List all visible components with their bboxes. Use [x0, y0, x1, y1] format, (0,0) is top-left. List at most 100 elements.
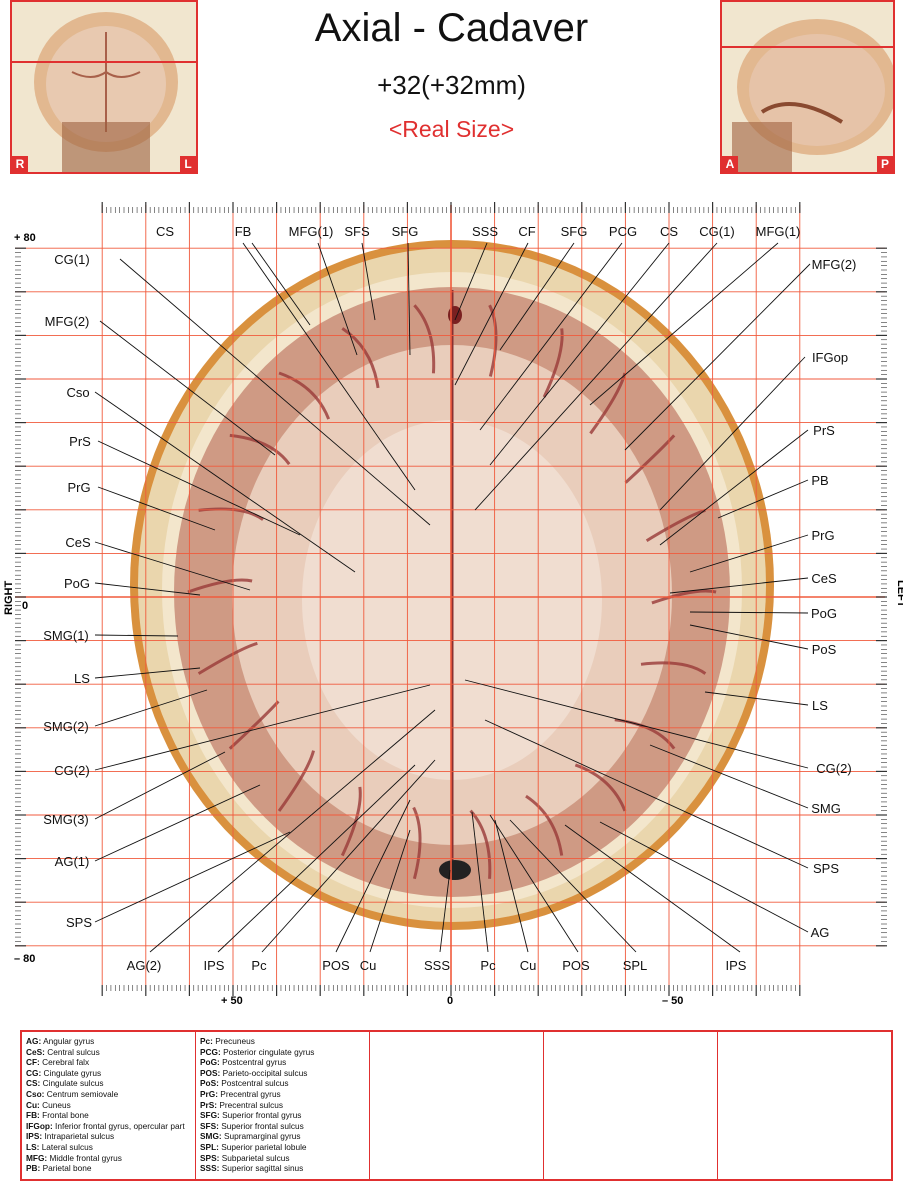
legend-abbr: PB: — [26, 1163, 41, 1174]
legend-term: Lateral sulcus — [41, 1141, 93, 1152]
leader-line — [97, 486, 216, 531]
structure-label-top: SFG — [561, 224, 588, 239]
structure-label-left: Cso — [66, 385, 89, 400]
anterior-badge: A — [722, 156, 738, 172]
structure-label-right: CeS — [811, 571, 837, 586]
legend-entry: CeS: Central sulcus — [26, 1047, 191, 1058]
axis-label-x0: 0 — [447, 995, 453, 1007]
structure-label-bottom: POS — [562, 958, 590, 973]
leader-line — [94, 634, 179, 637]
structure-label-bottom: SPL — [623, 958, 648, 973]
legend-abbr: SPS: — [200, 1152, 220, 1163]
sagittal-image — [722, 2, 893, 172]
legend-term: Supramarginal gyrus — [223, 1131, 301, 1142]
structure-label-left: MFG(2) — [45, 314, 90, 329]
leader-line — [494, 819, 529, 953]
legend-abbr: AG: — [26, 1036, 42, 1046]
axis-label-bottom: – 80 — [14, 953, 35, 965]
legend-term: Superior sagittal sinus — [221, 1163, 304, 1174]
legend-term: Subparietal sulcus — [221, 1152, 290, 1163]
leader-line — [94, 831, 291, 923]
structure-label-bottom: SSS — [424, 958, 450, 973]
legend-entry: MFG: Middle frontal gyrus — [26, 1153, 191, 1164]
legend-term: Superior frontal sulcus — [221, 1120, 304, 1131]
legend-term: Postcentral sulcus — [221, 1078, 289, 1089]
coronal-image — [12, 2, 196, 172]
axis-label-zero: 0 — [22, 600, 28, 612]
leader-line — [464, 679, 809, 769]
sagittal-thumbnail: A P — [720, 0, 895, 174]
legend-term: Superior frontal gyrus — [222, 1110, 302, 1121]
grid-lines — [15, 205, 885, 985]
posterior-badge: P — [877, 156, 893, 172]
axis-label-minus50: – 50 — [662, 995, 683, 1007]
axis-label-plus50: + 50 — [221, 995, 243, 1007]
legend-entry: PoS: Postcentral sulcus — [200, 1078, 365, 1089]
structure-label-top: MFG(1) — [756, 224, 801, 239]
structure-label-bottom: Cu — [360, 958, 377, 973]
leader-line — [99, 320, 276, 456]
structure-label-left: CG(2) — [54, 763, 89, 778]
structure-label-right: MFG(2) — [812, 257, 857, 272]
structure-label-bottom: Pc — [480, 958, 496, 973]
rulers — [15, 202, 887, 996]
leader-line — [599, 821, 809, 933]
slice-level: +32(+32mm) — [377, 70, 526, 100]
legend-entry: POS: Parieto-occipital sulcus — [200, 1068, 365, 1079]
legend-term: Posterior cingulate gyrus — [223, 1046, 315, 1057]
leader-line — [484, 719, 809, 869]
structure-label-right: SMG — [811, 801, 841, 816]
legend-entry: SSS: Superior sagittal sinus — [200, 1163, 365, 1174]
right-badge: R — [12, 156, 28, 172]
structure-label-left: CeS — [65, 535, 91, 550]
structure-label-left: AG(1) — [55, 854, 90, 869]
leader-line — [261, 759, 436, 953]
legend-entry: PoG: Postcentral gyrus — [200, 1057, 365, 1068]
structure-label-left: LS — [74, 671, 90, 686]
leader-line — [689, 534, 809, 573]
legend-entry: Cu: Cuneus — [26, 1100, 191, 1111]
legend-entry: IPS: Intraparietal sulcus — [26, 1131, 191, 1142]
structure-label-right: SPS — [813, 861, 839, 876]
leader-line — [94, 541, 251, 591]
legend-abbr: PrG: — [200, 1088, 218, 1099]
structure-label-bottom: POS — [322, 958, 350, 973]
leader-line — [217, 764, 416, 953]
structure-label-top: FB — [235, 224, 252, 239]
legend-term: Superior parietal lobule — [221, 1141, 307, 1152]
legend-abbr: CG: — [26, 1067, 42, 1078]
leader-line — [479, 242, 623, 431]
legend-term: Precentral sulcus — [219, 1099, 284, 1110]
legend-term: Inferior frontal gyrus, opercular part — [55, 1120, 185, 1131]
size-note: <Real Size> — [388, 116, 515, 142]
legend-abbr: LS: — [26, 1141, 40, 1152]
structure-label-top: CS — [660, 224, 678, 239]
legend-abbr: Pc: — [200, 1036, 213, 1046]
leader-line — [489, 242, 670, 466]
legend-entry: SFG: Superior frontal gyrus — [200, 1110, 365, 1121]
legend-entry: AG: Angular gyrus — [26, 1036, 191, 1047]
leader-line — [624, 263, 811, 451]
structure-label-top: SFG — [392, 224, 419, 239]
legend-column-empty — [370, 1032, 544, 1179]
structure-label-bottom: Cu — [520, 958, 537, 973]
legend-entry: Cso: Centrum semiovale — [26, 1089, 191, 1100]
legend-abbr: POS: — [200, 1067, 221, 1078]
legend-entry: SPL: Superior parietal lobule — [200, 1142, 365, 1153]
legend-column-empty — [544, 1032, 718, 1179]
leader-line — [454, 242, 488, 321]
structure-label-top: CS — [156, 224, 174, 239]
legend-column-empty — [718, 1032, 891, 1179]
structure-label-bottom: AG(2) — [127, 958, 162, 973]
legend-term: Precuneus — [215, 1036, 255, 1046]
structure-label-bottom: IPS — [726, 958, 747, 973]
legend-term: Intraparietal sulcus — [44, 1131, 115, 1142]
legend-term: Centrum semiovale — [46, 1088, 119, 1099]
legend-term: Cuneus — [42, 1099, 71, 1110]
legend-entry: PB: Parietal bone — [26, 1163, 191, 1174]
legend-term: Central sulcus — [47, 1046, 100, 1057]
leader-line — [242, 242, 416, 491]
legend-entry: LS: Lateral sulcus — [26, 1142, 191, 1153]
legend-abbr: Cso: — [26, 1088, 45, 1099]
